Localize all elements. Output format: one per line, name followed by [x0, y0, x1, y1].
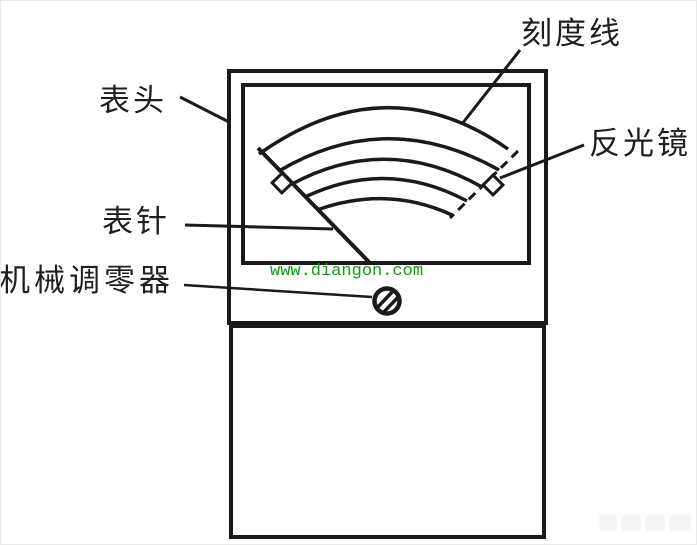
label-mirror: 反光镜 [589, 126, 691, 161]
pointer-needle [256, 146, 371, 264]
display-window [241, 83, 531, 265]
label-zero-adjuster: 机械调零器 [0, 263, 174, 298]
leader-zero-adjuster [183, 283, 373, 299]
faint-corner-watermark [599, 510, 695, 536]
label-meter-head: 表头 [99, 83, 167, 118]
scale-arc-4 [304, 176, 468, 203]
leader-pointer [184, 223, 334, 231]
meter-head-case [227, 69, 548, 325]
meter-lower-body [229, 324, 546, 539]
mirror-square [480, 172, 506, 198]
leader-mirror [499, 143, 585, 180]
site-watermark: www.diangon.com [270, 262, 424, 281]
label-pointer: 表针 [102, 204, 170, 239]
scale-arc-5 [316, 196, 453, 217]
scale-arc-1 [257, 106, 509, 156]
needle-hub-square [269, 170, 295, 196]
leader-scale-lines [460, 49, 522, 125]
label-scale-lines: 刻度线 [521, 16, 623, 51]
scale-arc-3 [291, 157, 483, 189]
zero-adjuster-screw-icon [372, 286, 402, 316]
scale-arc-2 [278, 137, 500, 173]
leader-meter-head [179, 95, 230, 124]
